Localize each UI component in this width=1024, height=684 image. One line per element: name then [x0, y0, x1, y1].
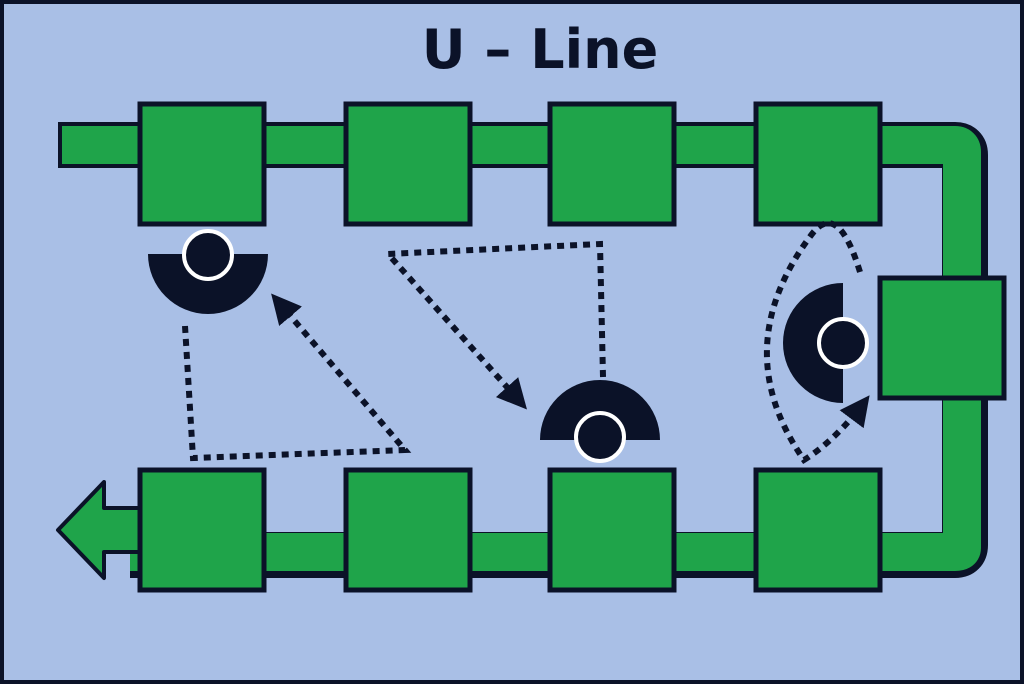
operator-2-body	[540, 380, 660, 440]
conveyor-start-fill	[62, 126, 70, 164]
station-top-3	[547, 101, 677, 227]
operator-3-body	[783, 283, 843, 403]
operator-2-head	[574, 411, 626, 463]
operator-3-path	[763, 220, 870, 465]
operator-3-route	[763, 220, 870, 465]
operator-1-body	[148, 254, 268, 314]
station-side	[877, 275, 1007, 401]
station-top-2	[343, 101, 473, 227]
station-top-1	[137, 101, 267, 227]
operator-3-head	[817, 317, 869, 369]
operator-1	[148, 229, 268, 314]
stations-bottom-row	[137, 467, 883, 593]
operator-1-route	[182, 293, 412, 462]
flow-arrow-left-icon	[56, 480, 144, 580]
operator-3	[783, 283, 869, 403]
operator-2-route	[381, 240, 606, 410]
operator-1-path	[182, 293, 412, 462]
station-bottom-2	[343, 467, 473, 593]
station-top-4	[753, 101, 883, 227]
station-bottom-4	[753, 467, 883, 593]
operator-2	[540, 380, 660, 463]
diagram-title: U – Line	[422, 18, 658, 81]
operator-1-head	[182, 229, 234, 281]
station-bottom-3	[547, 467, 677, 593]
operator-2-path	[381, 240, 606, 410]
stations-top-row	[137, 101, 883, 227]
station-bottom-1	[137, 467, 267, 593]
